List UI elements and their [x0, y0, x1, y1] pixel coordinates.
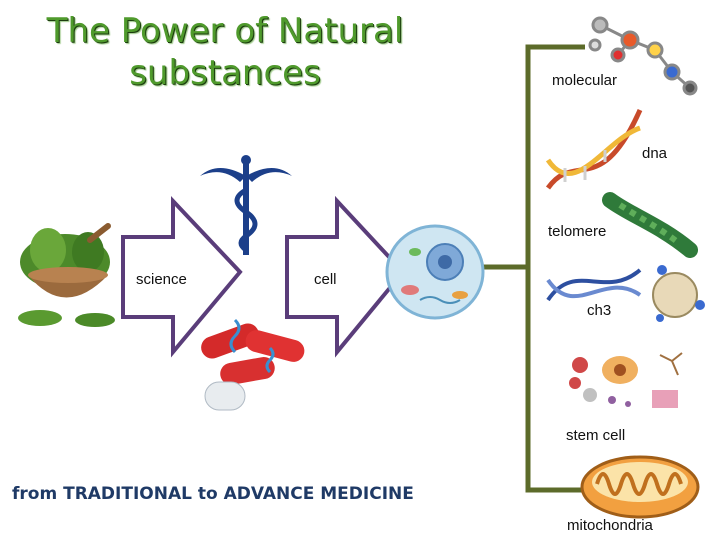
molecule-icon: [588, 16, 698, 96]
herbs-mortar-icon: [18, 223, 115, 327]
page-title: The Power of Natural substances: [46, 11, 404, 93]
cell-icon: [385, 224, 485, 320]
branch-bracket: [480, 44, 585, 493]
dna-helix-icon: [545, 108, 643, 190]
telomere-icon: [602, 192, 698, 258]
stem-cell-label: stem cell: [566, 427, 626, 444]
dna-label: dna: [642, 145, 668, 162]
arrow-science: [121, 195, 243, 358]
subtitle: from TRADITIONAL to ADVANCE MEDICINE: [12, 484, 414, 504]
capsules-icon: [201, 318, 305, 411]
arrow-cell: [285, 195, 406, 358]
mitochondria-icon: [580, 455, 700, 519]
telomere-label: telomere: [548, 223, 607, 240]
ch3-label: ch3: [587, 302, 612, 319]
caduceus-icon: [200, 155, 292, 255]
mitochondria-label: mitochondria: [567, 517, 653, 534]
stem-cells-icon: [569, 352, 683, 408]
cell-label: cell: [314, 271, 337, 288]
methylation-icon: [546, 265, 705, 322]
molecular-label: molecular: [552, 72, 618, 89]
science-label: science: [136, 271, 187, 288]
